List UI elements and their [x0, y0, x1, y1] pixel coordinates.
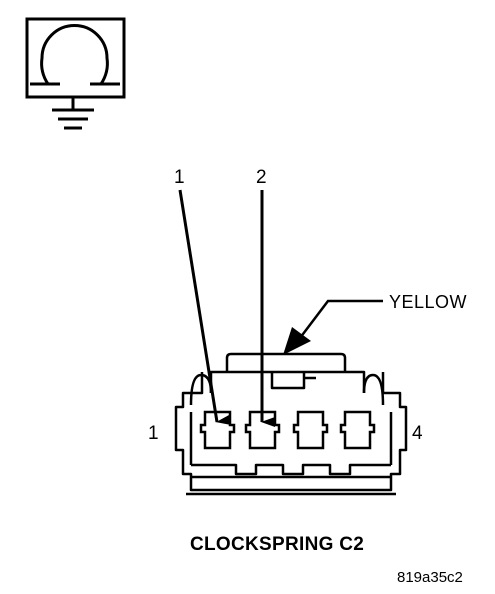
wire-label-2: 2	[256, 167, 267, 188]
ohmmeter-ground-icon	[25, 17, 126, 130]
cavity-2	[244, 410, 281, 450]
side-label-right: 4	[412, 423, 423, 444]
wire-label-1: 1	[174, 167, 185, 188]
cavity-4	[339, 410, 376, 450]
color-leader	[283, 299, 383, 355]
cavity-3	[292, 410, 329, 450]
figure-code: 819a35c2	[397, 569, 463, 586]
cavity-1	[199, 410, 236, 450]
connector-name: CLOCKSPRING C2	[190, 534, 365, 555]
connector-body	[174, 352, 408, 496]
connector-color-label: YELLOW	[389, 292, 468, 312]
side-label-left: 1	[148, 423, 159, 444]
